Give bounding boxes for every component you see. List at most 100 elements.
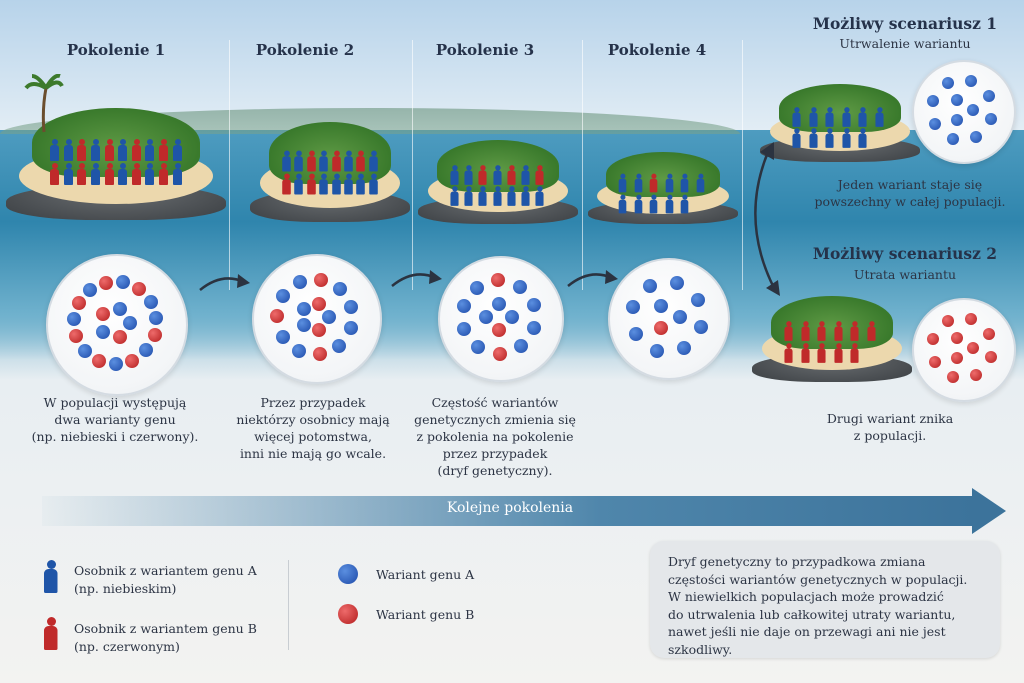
allele-a-dot: [276, 289, 291, 304]
allele-a-dot: [149, 311, 164, 326]
allele-a-dot: [513, 280, 528, 295]
person-b-icon: [131, 163, 141, 186]
legend-divider: [288, 560, 289, 650]
allele-b-dot: [929, 355, 942, 368]
allele-a-dot: [649, 343, 664, 358]
allele-a-dot: [950, 113, 963, 126]
description-line: powszechny w całej populacji.: [814, 194, 1006, 209]
generation-2-description: Przez przypadek niektórzy osobnicy mają …: [228, 394, 398, 462]
description-line: dwa warianty genu: [54, 412, 176, 427]
allele-b-dot: [125, 353, 140, 368]
person-b-icon: [817, 321, 826, 341]
allele-a-dot: [967, 104, 979, 116]
generation-title: Pokolenie 3: [435, 41, 535, 59]
allele-b-dot: [947, 370, 960, 383]
person-b-icon: [784, 321, 793, 341]
allele-a-dot: [950, 94, 963, 107]
separator: [229, 40, 230, 290]
note-line: nawet jeśli nie daje on przewagi ani nie…: [668, 624, 946, 657]
person-a-icon: [294, 150, 304, 172]
branch-arrow-icon: [754, 142, 780, 296]
allele-a-dot: [513, 339, 528, 354]
allele-a-dot: [505, 310, 520, 324]
person-a-icon: [356, 173, 366, 195]
allele-b-dot: [131, 282, 146, 297]
person-a-icon: [618, 194, 627, 213]
description-line: Częstość wariantów: [431, 395, 559, 410]
person-b-icon: [331, 150, 341, 172]
allele-a-dot: [643, 278, 658, 293]
allele-b-dot: [982, 328, 995, 340]
allele-a-dot: [108, 357, 123, 372]
allele-b-dot: [984, 350, 997, 363]
arrow-icon: [567, 270, 618, 287]
person-b-icon: [507, 164, 516, 185]
legend-person-a: Osobnik z wariantem genu A (np. niebiesk…: [74, 562, 257, 598]
allele-a-dot: [333, 281, 348, 296]
allele-a-dot: [927, 95, 940, 108]
person-a-icon: [696, 173, 704, 193]
person-a-icon: [634, 194, 642, 213]
allele-a-dot: [478, 310, 493, 324]
allele-b-dot: [491, 273, 506, 288]
allele-b-dot: [950, 332, 963, 345]
person-a-icon: [319, 173, 328, 195]
person-a-icon: [858, 128, 867, 149]
allele-a-dot: [296, 301, 311, 316]
person-b-icon: [159, 163, 169, 186]
person-a-icon: [145, 163, 155, 186]
person-a-icon: [478, 186, 487, 207]
allele-a-dot: [344, 299, 359, 314]
allele-a-dot: [470, 339, 485, 354]
allele-a-dot: [470, 280, 485, 295]
person-a-icon: [618, 173, 627, 193]
allele-a-dot: [526, 320, 541, 335]
person-b-icon: [50, 163, 59, 186]
person-a-icon: [344, 173, 353, 195]
legend-person-b: Osobnik z wariantem genu B (np. czerwony…: [74, 620, 257, 656]
allele-pool-gen3: [438, 256, 564, 382]
allele-a-dot: [626, 299, 641, 314]
person-a-icon: [792, 128, 801, 149]
person-b-icon: [800, 321, 810, 341]
allele-a-dot: [964, 75, 977, 88]
generation-1-description: W populacji występują dwa warianty genu …: [30, 394, 200, 445]
allele-b-dot: [71, 295, 86, 310]
person-b-icon: [535, 164, 544, 185]
description-line: (np. niebieski i czerwony).: [31, 429, 199, 444]
description-line: z pokolenia na pokolenie: [416, 429, 574, 444]
allele-b-dot: [98, 275, 113, 290]
person-b-icon: [800, 342, 810, 363]
generation-title: Pokolenie 1: [66, 41, 166, 59]
person-a-icon: [50, 139, 59, 162]
person-b-icon: [104, 163, 114, 186]
allele-b-dot: [312, 296, 327, 311]
allele-a-dot: [66, 312, 81, 327]
person-a-icon: [858, 106, 867, 127]
definition-note-box: [650, 541, 1000, 658]
allele-b-dot: [492, 323, 506, 338]
scenario-2-subtitle: Utrata wariantu: [853, 267, 957, 282]
separator: [582, 40, 583, 290]
scenario-2-title: Możliwy scenariusz 2: [812, 244, 998, 263]
allele-b-dot: [91, 354, 106, 369]
person-b-icon: [44, 617, 58, 650]
note-line: Dryf genetyczny to przypadkowa zmiana: [668, 554, 926, 569]
scenario-1-subtitle: Utrwalenie wariantu: [839, 36, 971, 51]
person-a-icon: [842, 106, 851, 127]
person-a-icon: [369, 150, 378, 172]
person-a-icon: [792, 106, 801, 127]
person-a-icon: [492, 164, 502, 185]
person-b-icon: [104, 139, 114, 162]
person-b-icon: [356, 150, 366, 172]
note-line: W niewielkich populacjach może prowadzić: [668, 589, 944, 604]
allele-a-dot: [457, 299, 472, 314]
allele-a-dot: [291, 344, 306, 359]
person-a-icon: [492, 186, 502, 207]
allele-pool-scenario2: [912, 298, 1016, 402]
allele-a-dot: [693, 320, 708, 335]
allele-a-dot: [116, 275, 131, 290]
person-a-icon: [521, 164, 530, 185]
person-a-icon: [665, 173, 673, 193]
person-a-icon: [63, 139, 73, 162]
